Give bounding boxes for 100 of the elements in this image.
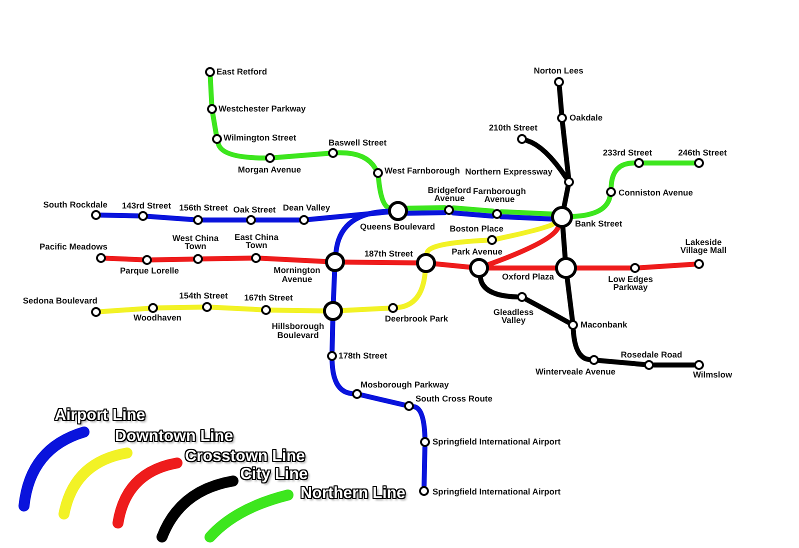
metro-line xyxy=(524,296,572,325)
metro-line xyxy=(396,270,428,310)
metro-line xyxy=(254,218,302,222)
station-name: Baswell Street xyxy=(328,138,387,147)
metro-line xyxy=(574,266,632,270)
metro-line xyxy=(306,210,390,222)
station-name: Hillsborough Boulevard xyxy=(270,322,326,340)
metro-line xyxy=(258,256,328,264)
station-name: East Retford xyxy=(216,67,268,76)
station-name: Low Edges Parkway xyxy=(607,274,654,292)
metro-line xyxy=(210,111,219,137)
metro-line xyxy=(478,275,520,300)
station-name: 187th Street xyxy=(364,249,413,258)
legend-label: City Line xyxy=(240,467,308,483)
station-name: Mosborough Parkway xyxy=(360,380,449,389)
station-name: Oxford Plaza xyxy=(502,272,554,282)
metro-line xyxy=(412,404,428,440)
metro-line xyxy=(156,304,204,310)
metro-line xyxy=(562,184,570,209)
legend-label: Downtown Line xyxy=(114,429,234,445)
metro-line xyxy=(494,221,556,242)
metro-line xyxy=(150,256,196,262)
station-name: Gleadless Valley xyxy=(492,308,535,326)
station-name: Woodhaven xyxy=(134,313,182,322)
metro-line xyxy=(434,261,472,270)
metro-line xyxy=(330,318,336,354)
station-name: Morgan Avenue xyxy=(238,165,302,174)
station-name: Mornington Avenue xyxy=(272,266,322,284)
metro-line xyxy=(340,306,390,313)
metro-line xyxy=(450,210,495,219)
station-name: Oak Street xyxy=(233,205,276,214)
legend-label: Crosstown Line xyxy=(185,449,305,465)
legend-label: Northern Line xyxy=(300,486,406,502)
station-name: Maconbank xyxy=(580,320,628,329)
metro-line xyxy=(330,358,354,396)
legend-label: Airport Line xyxy=(54,408,146,424)
station-name: Conniston Avenue xyxy=(618,188,693,197)
metro-line xyxy=(524,138,569,180)
metro-line xyxy=(146,214,196,222)
metro-line xyxy=(268,308,326,314)
metro-line xyxy=(272,150,330,160)
metro-line xyxy=(638,262,696,270)
metro-line xyxy=(104,256,144,262)
station-name: Parque Lorelle xyxy=(120,266,180,275)
station-name: Bridgeford Avenue xyxy=(426,186,472,204)
metro-line xyxy=(564,276,575,322)
metro-line xyxy=(560,120,571,180)
metro-line xyxy=(570,328,592,362)
station-name: 233rd Street xyxy=(602,148,652,157)
metro-line xyxy=(405,205,448,211)
metro-line xyxy=(208,74,214,106)
station-name: 246th Street xyxy=(678,148,727,157)
metro-line xyxy=(200,256,254,262)
station-name: Northern Expressway xyxy=(465,167,552,176)
metro-line xyxy=(556,84,564,116)
metro-line xyxy=(336,150,378,172)
station-name: 154th Street xyxy=(179,292,228,300)
station-name: Pacific Meadows xyxy=(39,242,108,251)
metro-line xyxy=(216,141,268,160)
station-name: Wilmslow xyxy=(692,370,732,379)
metro-line xyxy=(376,176,392,210)
metro-line xyxy=(405,210,448,216)
metro-line xyxy=(652,362,696,368)
station-name: 178th Street xyxy=(338,351,388,360)
station-name: Boston Place xyxy=(450,224,504,233)
station-name: Rosedale Road xyxy=(620,350,682,359)
metro-line xyxy=(424,238,490,256)
station-name: 210th Street xyxy=(488,123,538,132)
metro-line xyxy=(560,226,568,260)
metro-line xyxy=(98,306,150,314)
station-name: Winterveale Avenue xyxy=(535,367,616,376)
metro-line xyxy=(330,270,338,304)
station-name: Norton Lees xyxy=(534,66,584,75)
station-name: Wilmington Street xyxy=(224,133,296,142)
station-name: West Farnborough xyxy=(384,166,460,175)
station-name: Lakeside Village Mall xyxy=(679,238,728,256)
metro-line xyxy=(486,224,561,268)
metro-line xyxy=(334,208,390,255)
station-name: Springfield International Airport xyxy=(432,437,561,446)
station-name: West China Town xyxy=(171,234,220,252)
station-name: Springfield International Airport xyxy=(432,487,561,496)
metro-line xyxy=(342,260,418,266)
metro-line xyxy=(498,214,554,222)
metro-line xyxy=(422,444,428,488)
station-name: South Rockdale xyxy=(43,200,108,209)
metro-line xyxy=(642,160,696,166)
station-name: 167th Street xyxy=(244,293,293,302)
station-name: 156th Street xyxy=(179,203,228,212)
metro-line xyxy=(608,160,636,190)
station-name: Park Avenue xyxy=(452,248,502,256)
station-name: Dean Valley xyxy=(282,203,330,212)
metro-line xyxy=(451,205,496,214)
metro-line xyxy=(570,194,612,219)
metro-line xyxy=(210,304,264,312)
metro-line xyxy=(359,392,407,408)
station-name: East China Town xyxy=(234,232,280,250)
metro-line xyxy=(200,218,248,222)
metro-line xyxy=(498,209,554,216)
station-name: South Cross Route xyxy=(416,394,492,403)
station-name: Bank Street xyxy=(575,220,622,228)
